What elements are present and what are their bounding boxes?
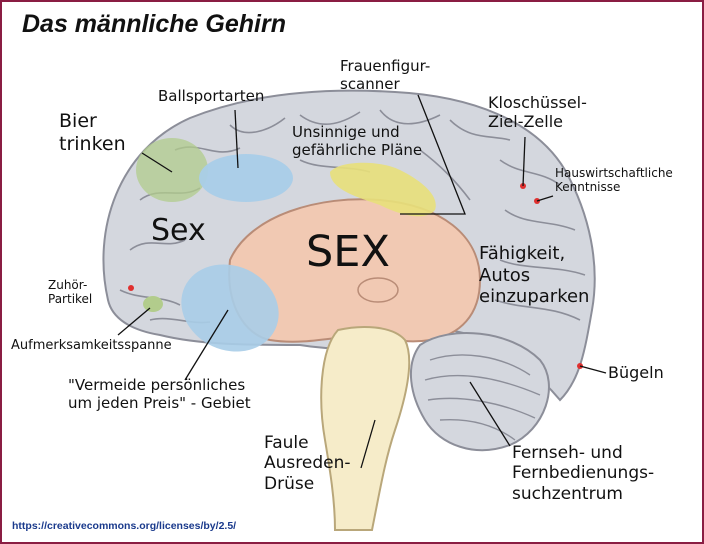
label-unsinnige: Unsinnige und gefährliche Pläne <box>292 123 423 159</box>
label-ballsport: Ballsportarten <box>158 87 265 105</box>
cortex-folds <box>119 109 586 324</box>
label-buegeln: Bügeln <box>608 363 664 382</box>
cerebellum-folds <box>424 354 541 441</box>
region-ballsport <box>199 154 293 202</box>
label-zuhoer: Zuhör- Partikel <box>48 278 93 307</box>
label-faehigkeit: Fähigkeit, Autos einzuparken <box>479 243 590 308</box>
brain-stem <box>320 326 411 531</box>
label-kloschuessel: Kloschüssel- Ziel-Zelle <box>488 93 587 132</box>
cerebellum <box>409 332 550 452</box>
diagram-title: Das männliche Gehirn <box>22 10 286 38</box>
region-bier <box>136 138 208 202</box>
label-aufmerksamkeit: Aufmerksamkeitsspanne <box>11 338 172 353</box>
label-fernseh: Fernseh- und Fernbedienungs- suchzentrum <box>512 443 655 504</box>
region-aufmerksamkeit <box>143 296 163 312</box>
leader-lines <box>117 94 607 469</box>
label-sex-small: Sex <box>151 213 206 248</box>
region-unsinnige <box>330 162 436 217</box>
dot-zuhoer <box>128 285 134 291</box>
label-vermeide: "Vermeide persönliches um jeden Preis" -… <box>68 376 251 412</box>
region-vermeide <box>181 264 279 352</box>
label-bier: Bier trinken <box>59 110 126 155</box>
label-faule: Faule Ausreden- Drüse <box>264 433 351 494</box>
label-hauswirtschaft: Hauswirtschaftliche Kenntnisse <box>555 166 673 195</box>
label-frauenfigur: Frauenfigur- scanner <box>340 57 431 93</box>
license-link[interactable]: https://creativecommons.org/licenses/by/… <box>12 520 237 532</box>
label-sex-big: SEX <box>306 227 390 277</box>
inner-core <box>357 277 399 303</box>
